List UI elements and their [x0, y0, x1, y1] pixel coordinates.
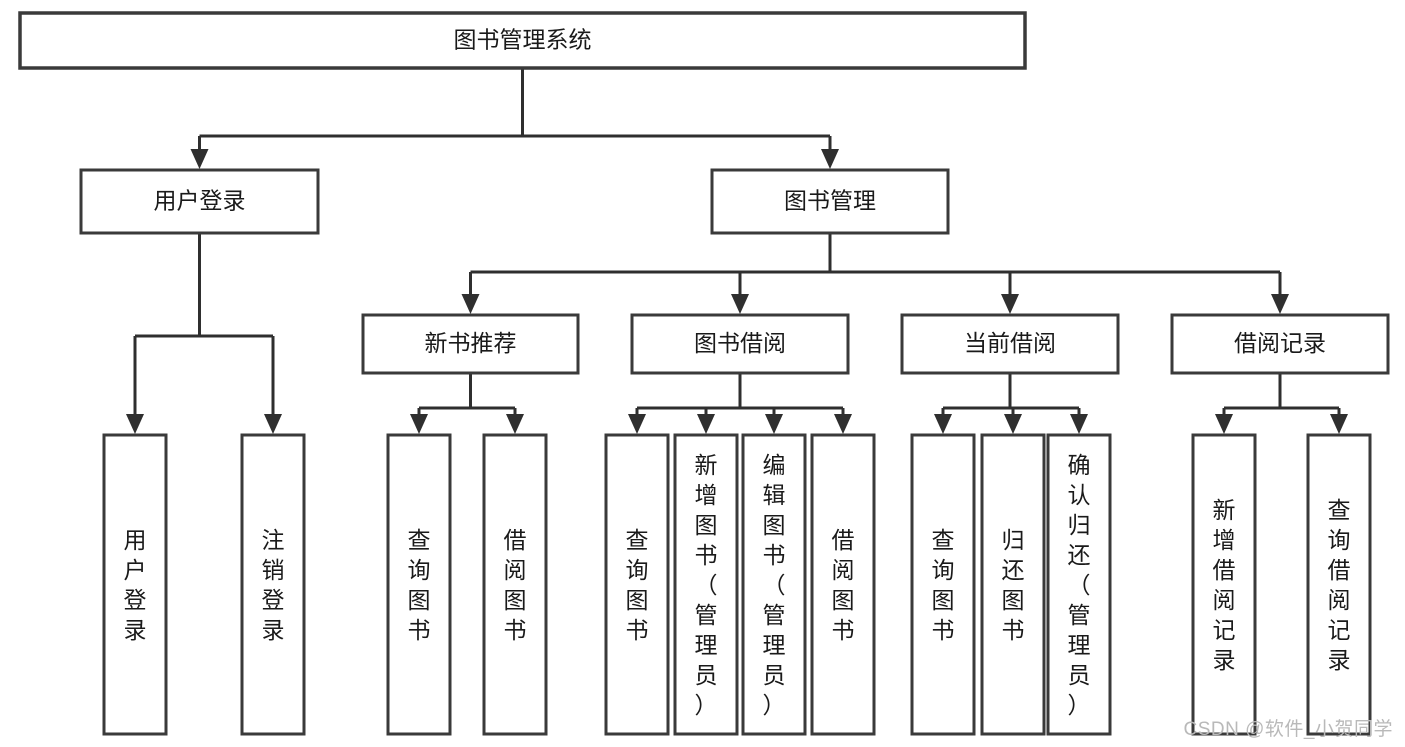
node-box[interactable] [361, 313, 580, 375]
node-leaf-borrow-book-rec[interactable]: 借阅图书 [482, 433, 548, 736]
node-box[interactable] [900, 313, 1120, 375]
node-label: 注销登录 [262, 527, 285, 643]
arrow-head-icon [410, 414, 428, 434]
node-label: 借阅图书 [832, 527, 855, 643]
arrow-head-icon [628, 414, 646, 434]
node-borrow-record[interactable]: 借阅记录 [1170, 313, 1390, 375]
node-box[interactable] [18, 11, 1027, 70]
node-leaf-edit-book[interactable]: 编辑图书（管理员） [741, 433, 807, 736]
watermark-text: CSDN @软件_小贺同学 [1183, 719, 1393, 740]
node-layer: 图书管理系统用户登录图书管理新书推荐图书借阅当前借阅借阅记录用户登录注销登录查询… [18, 11, 1390, 736]
node-box[interactable] [910, 433, 976, 736]
arrow-head-icon [731, 294, 749, 314]
node-label: 图书管理系统 [454, 27, 592, 53]
node-label: 用户登录 [124, 527, 147, 643]
arrow-head-icon [1004, 414, 1022, 434]
connector-group-user-login [126, 233, 282, 434]
node-box[interactable] [604, 433, 670, 736]
node-box[interactable] [630, 313, 850, 375]
connector-group-borrow-record [1215, 373, 1348, 434]
arrow-head-icon [821, 149, 839, 169]
node-box[interactable] [710, 168, 950, 235]
arrow-head-icon [1271, 294, 1289, 314]
node-label: 归还图书 [1002, 527, 1025, 643]
arrow-head-icon [264, 414, 282, 434]
arrow-head-icon [934, 414, 952, 434]
node-leaf-add-book[interactable]: 新增图书（管理员） [673, 433, 739, 736]
node-box[interactable] [482, 433, 548, 736]
connector-group-new-book-rec [410, 373, 524, 434]
node-box[interactable] [240, 433, 306, 736]
node-label: 借阅图书 [504, 527, 527, 643]
node-user-login[interactable]: 用户登录 [79, 168, 320, 235]
node-book-borrow[interactable]: 图书借阅 [630, 313, 850, 375]
node-box[interactable] [102, 433, 168, 736]
node-leaf-user-logout[interactable]: 注销登录 [240, 433, 306, 736]
node-leaf-user-login[interactable]: 用户登录 [102, 433, 168, 736]
node-label: 查询借阅记录 [1328, 497, 1351, 673]
connector-layer [126, 68, 1348, 434]
node-box[interactable] [673, 433, 739, 736]
arrow-head-icon [765, 414, 783, 434]
node-label: 新增图书（管理员） [695, 452, 718, 718]
node-label: 用户登录 [154, 188, 246, 214]
arrow-head-icon [1330, 414, 1348, 434]
node-label: 当前借阅 [964, 330, 1056, 356]
node-box[interactable] [1191, 433, 1257, 736]
arrow-head-icon [506, 414, 524, 434]
node-label: 查询图书 [408, 527, 431, 643]
arrow-head-icon [697, 414, 715, 434]
node-leaf-query-book-rec[interactable]: 查询图书 [386, 433, 452, 736]
connector-group-book-manage [461, 233, 1289, 314]
arrow-head-icon [834, 414, 852, 434]
node-book-manage[interactable]: 图书管理 [710, 168, 950, 235]
node-root[interactable]: 图书管理系统 [18, 11, 1027, 70]
connector-group-root [190, 68, 839, 169]
node-label: 查询图书 [626, 527, 649, 643]
arrow-head-icon [1070, 414, 1088, 434]
node-current-borrow[interactable]: 当前借阅 [900, 313, 1120, 375]
node-label: 新增借阅记录 [1213, 497, 1236, 673]
node-leaf-query-book-current[interactable]: 查询图书 [910, 433, 976, 736]
node-box[interactable] [386, 433, 452, 736]
arrow-head-icon [126, 414, 144, 434]
arrow-head-icon [1001, 294, 1019, 314]
node-leaf-borrow-book[interactable]: 借阅图书 [810, 433, 876, 736]
node-leaf-query-book-borrow[interactable]: 查询图书 [604, 433, 670, 736]
node-box[interactable] [980, 433, 1046, 736]
connector-group-book-borrow [628, 373, 852, 434]
node-label: 查询图书 [932, 527, 955, 643]
node-leaf-query-record[interactable]: 查询借阅记录 [1306, 433, 1372, 736]
node-leaf-return-book[interactable]: 归还图书 [980, 433, 1046, 736]
node-box[interactable] [1046, 433, 1112, 736]
arrow-head-icon [1215, 414, 1233, 434]
node-box[interactable] [810, 433, 876, 736]
node-leaf-add-record[interactable]: 新增借阅记录 [1191, 433, 1257, 736]
node-box[interactable] [741, 433, 807, 736]
arrow-head-icon [461, 294, 480, 314]
node-box[interactable] [1306, 433, 1372, 736]
node-leaf-confirm-return[interactable]: 确认归还（管理员） [1046, 433, 1112, 736]
node-label: 图书管理 [784, 188, 876, 214]
connector-group-current-borrow [934, 373, 1088, 434]
arrow-head-icon [190, 149, 209, 169]
node-label: 借阅记录 [1234, 330, 1326, 356]
node-label: 图书借阅 [694, 330, 786, 356]
node-box[interactable] [79, 168, 320, 235]
node-box[interactable] [1170, 313, 1390, 375]
node-label: 新书推荐 [425, 330, 517, 356]
node-new-book-rec[interactable]: 新书推荐 [361, 313, 580, 375]
node-label: 编辑图书（管理员） [763, 452, 786, 718]
node-label: 确认归还（管理员） [1068, 452, 1091, 718]
